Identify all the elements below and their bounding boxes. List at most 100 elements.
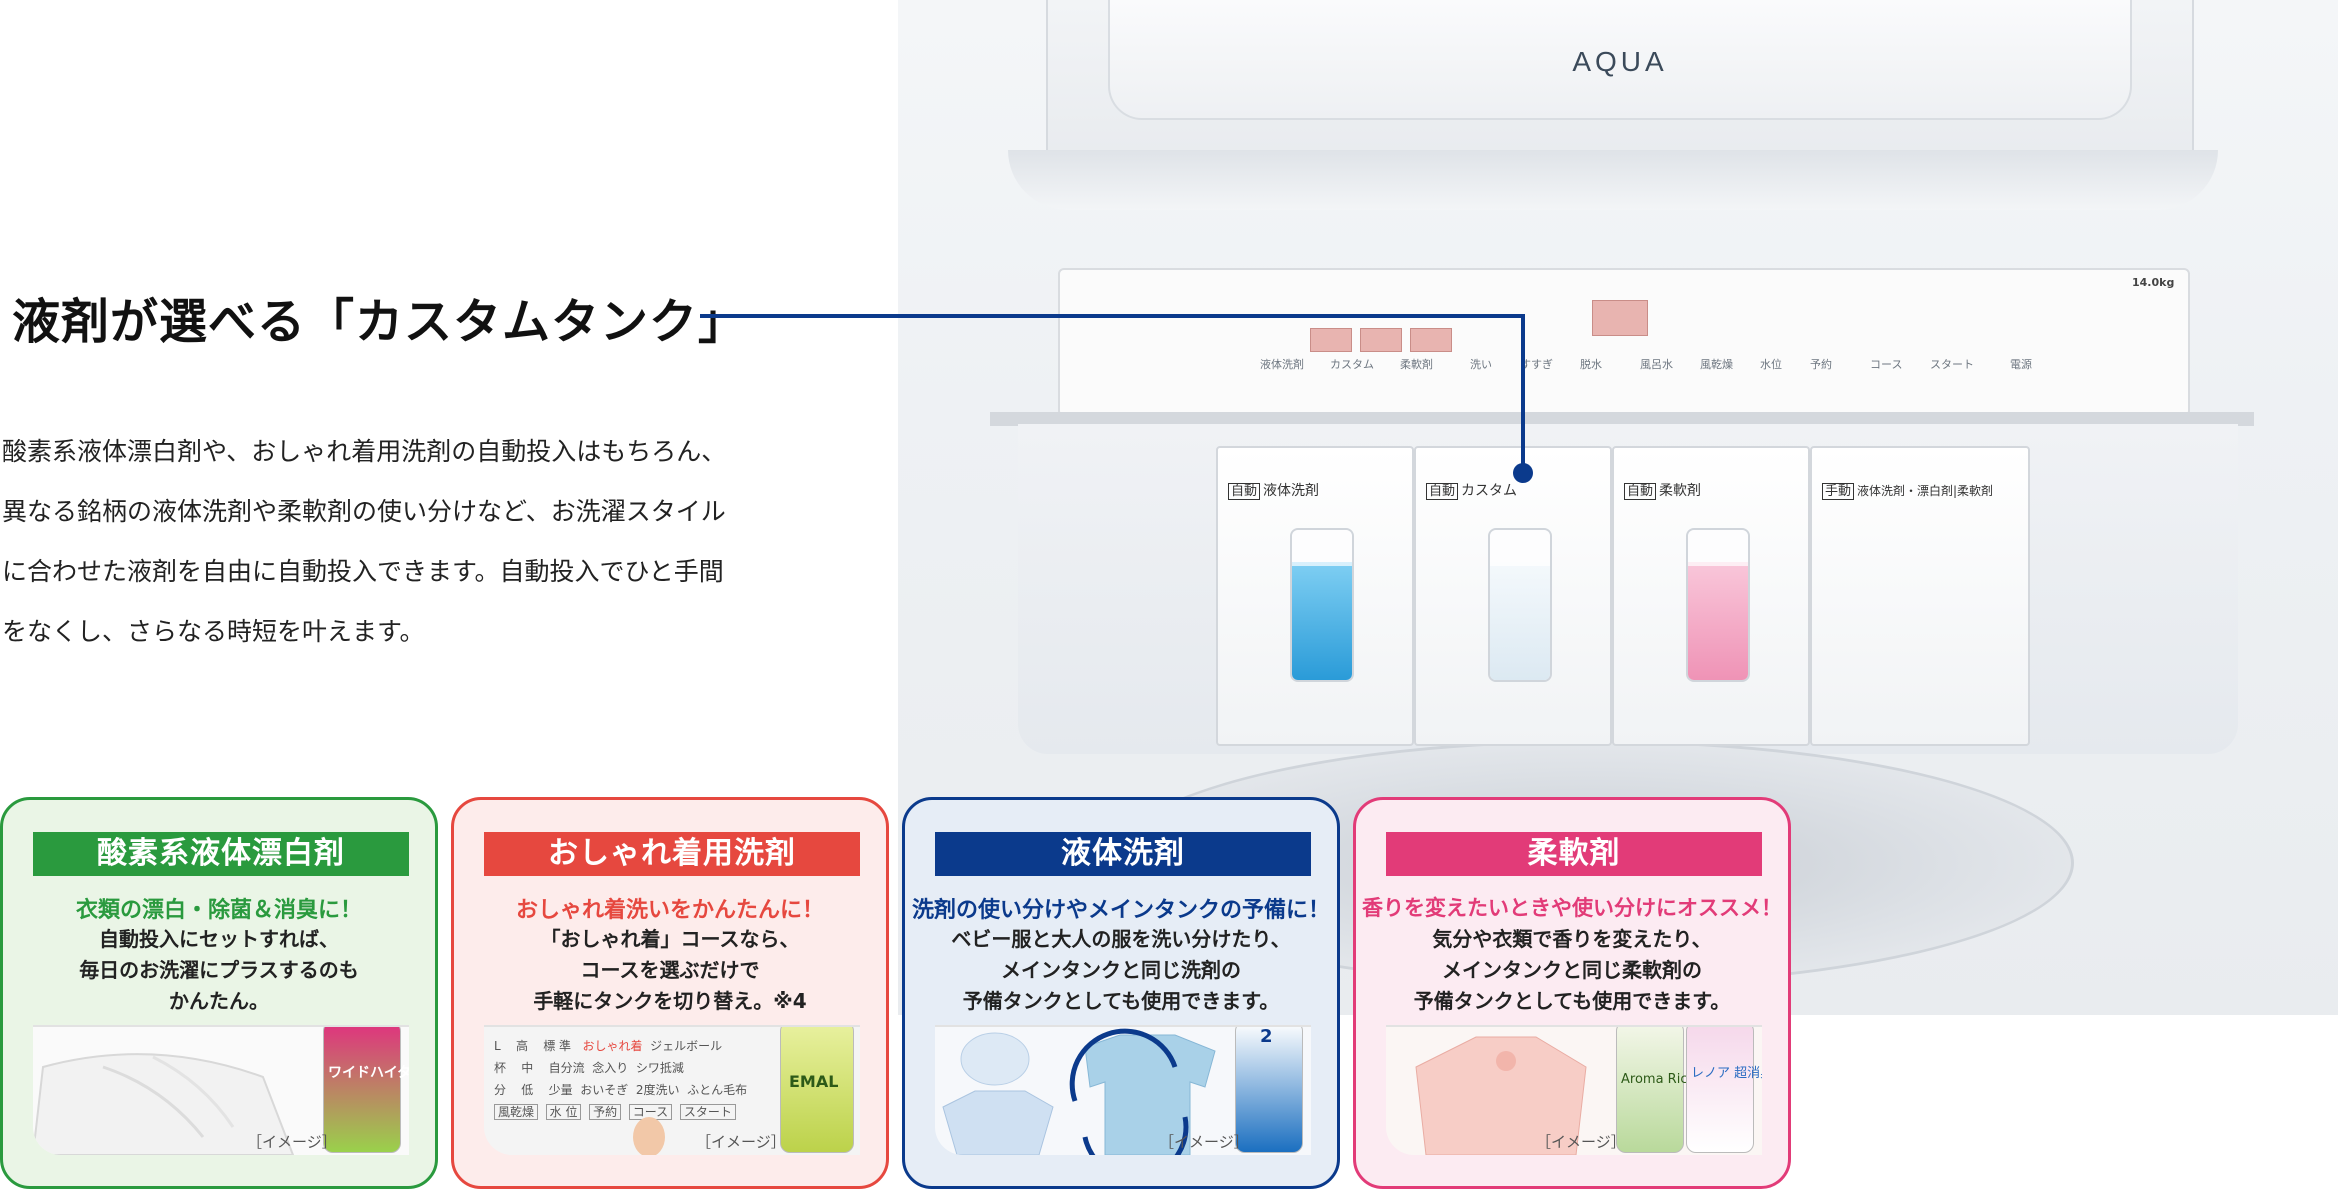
panel-label: スタート — [1930, 358, 1974, 371]
card-body-line: 気分や衣類で香りを変えたり、 — [1432, 927, 1712, 951]
callout-line-vertical — [1521, 314, 1525, 472]
product-package: レノア 超消臭 — [1686, 1027, 1762, 1153]
page-title: 液剤が選べる「カスタムタンク」 — [12, 294, 748, 350]
tank — [1488, 528, 1552, 682]
panel-word: 分 — [494, 1083, 507, 1097]
panel-word: おしゃれ着 — [582, 1039, 643, 1053]
pink-blouse-illustration — [1415, 1036, 1587, 1155]
control-panel: 14.0kg 液体洗剤 カスタム 柔軟剤 洗い すすぎ 脱水 風呂水 風乾燥 水… — [1058, 268, 2190, 417]
panel-label: 洗い — [1470, 358, 1492, 371]
description-line: 異なる銘柄の液体洗剤や柔軟剤の使い分けなど、お洗濯スタイル — [2, 497, 726, 526]
panel-edge — [990, 412, 2254, 426]
card-softener: 柔軟剤 香りを変えたいときや使い分けにオススメ！ 気分や衣類で香りを変えたり、 … — [1353, 797, 1791, 1189]
shirt-collar-illustration — [33, 1053, 295, 1155]
card-fashion-detergent: おしゃれ着用洗剤 おしゃれ着洗いをかんたんに！ 「おしゃれ着」コースなら、 コー… — [451, 797, 889, 1189]
drawer-custom: 自動カスタム — [1414, 446, 1612, 746]
product-name: レノア 超消臭 — [1691, 1066, 1762, 1081]
panel-word: 中 — [521, 1061, 534, 1075]
card-title: おしゃれ着用洗剤 — [484, 832, 860, 876]
product-name: ワイドハイター — [328, 1065, 409, 1081]
card-subtitle: 香りを変えたいときや使い分けにオススメ！ — [1362, 896, 1782, 920]
card-title: 柔軟剤 — [1386, 832, 1762, 876]
description-line: 酸素系液体漂白剤や、おしゃれ着用洗剤の自動投入はもちろん、 — [2, 437, 727, 466]
panel-word: 予約 — [589, 1104, 622, 1120]
tank-liquid — [1490, 562, 1550, 680]
drawer-label: 液体洗剤 — [1263, 483, 1320, 499]
card-subtitle: 衣類の漂白・除菌＆消臭に！ — [75, 898, 362, 923]
image-caption: ［イメージ］ — [1536, 1133, 1626, 1151]
card-body-line: 自動投入にセットすれば、 — [99, 927, 339, 951]
panel-label: 柔軟剤 — [1400, 358, 1433, 371]
tank — [1686, 528, 1750, 682]
panel-indicator — [1360, 328, 1402, 352]
card-body-line: 「おしゃれ着」コースなら、 — [540, 927, 800, 951]
drawer-liquid-detergent: 自動液体洗剤 — [1216, 446, 1414, 746]
panel-label: 液体洗剤 — [1260, 358, 1304, 371]
panel-indicator — [1310, 328, 1352, 352]
card-body: ベビー服と大人の服を洗い分けたり、 メインタンクと同じ洗剤の 予備タンクとしても… — [915, 924, 1327, 1017]
tank-liquid — [1688, 562, 1748, 680]
panel-label: カスタム — [1330, 358, 1374, 371]
panel-word: 2度洗い — [635, 1083, 680, 1097]
card-image: Aroma Rich レノア 超消臭 ［イメージ］ — [1386, 1025, 1762, 1155]
card-title: 液体洗剤 — [935, 832, 1311, 876]
card-body-line: 予備タンクとしても使用できます。 — [962, 989, 1280, 1013]
description-line: をなくし、さらなる時短を叶えます。 — [2, 617, 425, 646]
panel-word: おいそぎ — [580, 1083, 629, 1097]
panel-word: 高 — [515, 1039, 528, 1053]
card-body-line: かんたん。 — [169, 989, 269, 1013]
drawer-label: 柔軟剤 — [1659, 483, 1702, 499]
card-title: 酸素系液体漂白剤 — [33, 832, 409, 876]
description: 酸素系液体漂白剤や、おしゃれ着用洗剤の自動投入はもちろん、 異なる銘柄の液体洗剤… — [2, 422, 822, 662]
panel-word: 風乾燥 — [494, 1104, 539, 1120]
mode-badge: 自動 — [1228, 483, 1261, 500]
card-body-line: 手軽にタンクを切り替え。※4 — [533, 989, 807, 1013]
card-body-line: ベビー服と大人の服を洗い分けたり、 — [951, 927, 1291, 951]
baby-and-adult-clothes-illustration — [942, 1028, 1216, 1155]
panel-word: スタート — [679, 1104, 736, 1120]
drawer-label: 液体洗剤・漂白剤|柔軟剤 — [1857, 484, 1994, 498]
brand-logo: AQUA — [1572, 46, 1668, 77]
image-caption: ［イメージ］ — [247, 1133, 337, 1151]
product-name: EMAL — [789, 1072, 839, 1091]
panel-word: 低 — [521, 1083, 534, 1097]
mode-badge: 手動 — [1822, 483, 1855, 500]
card-body-line: コースを選ぶだけで — [580, 958, 760, 982]
card-liquid-detergent: 液体洗剤 洗剤の使い分けやメインタンクの予備に！ ベビー服と大人の服を洗い分けた… — [902, 797, 1340, 1189]
panel-word: 自分流 — [548, 1061, 585, 1075]
description-line: に合わせた液剤を自由に自動投入できます。自動投入でひと手間 — [2, 557, 724, 586]
drawer-manual: 手動液体洗剤・漂白剤|柔軟剤 — [1810, 446, 2030, 746]
card-body: 気分や衣類で香りを変えたり、 メインタンクと同じ柔軟剤の 予備タンクとしても使用… — [1366, 924, 1778, 1017]
card-body-line: 毎日のお洗濯にプラスするのも — [79, 958, 359, 982]
card-image: L 高 標 準 おしゃれ着 ジェルボール 杯 中 自分流 念入り シワ抵減 分 … — [484, 1025, 860, 1155]
panel-word: 杯 — [494, 1061, 507, 1075]
panel-label: 風乾燥 — [1700, 358, 1733, 371]
callout-dot — [1513, 463, 1533, 483]
card-image: ワイドハイター ［イメージ］ — [33, 1025, 409, 1155]
card-subtitle: おしゃれ着洗いをかんたんに！ — [515, 898, 824, 923]
product-package: 2 — [1235, 1026, 1303, 1153]
product-package: EMAL — [780, 1027, 854, 1153]
image-caption: ［イメージ］ — [1159, 1133, 1249, 1151]
panel-label: 風呂水 — [1640, 358, 1673, 371]
panel-word: ふとん毛布 — [687, 1083, 748, 1097]
card-body-line: 予備タンクとしても使用できます。 — [1413, 989, 1731, 1013]
drawer-label: カスタム — [1461, 483, 1518, 499]
panel-label: コース — [1870, 358, 1903, 371]
panel-word: L — [494, 1039, 501, 1053]
panel-label: 電源 — [2010, 358, 2032, 371]
tank-liquid — [1292, 562, 1352, 680]
product-package: ワイドハイター — [323, 1027, 409, 1153]
card-oxygen-bleach: 酸素系液体漂白剤 衣類の漂白・除菌＆消臭に！ 自動投入にセットすれば、 毎日のお… — [0, 797, 438, 1189]
lid-inner: AQUA — [1108, 0, 2132, 120]
mode-badge: 自動 — [1426, 483, 1459, 500]
finger-icon — [633, 1117, 665, 1155]
product-name: 2 — [1260, 1026, 1273, 1047]
card-body-line: メインタンクと同じ洗剤の — [1001, 958, 1241, 982]
panel-label: 水位 — [1760, 358, 1782, 371]
panel-word: シワ抵減 — [635, 1061, 684, 1075]
capacity-badge: 14.0kg — [2132, 276, 2175, 289]
callout-line — [700, 314, 1524, 318]
panel-closeup: L 高 標 準 おしゃれ着 ジェルボール 杯 中 自分流 念入り シワ抵減 分 … — [494, 1035, 747, 1123]
tank — [1290, 528, 1354, 682]
